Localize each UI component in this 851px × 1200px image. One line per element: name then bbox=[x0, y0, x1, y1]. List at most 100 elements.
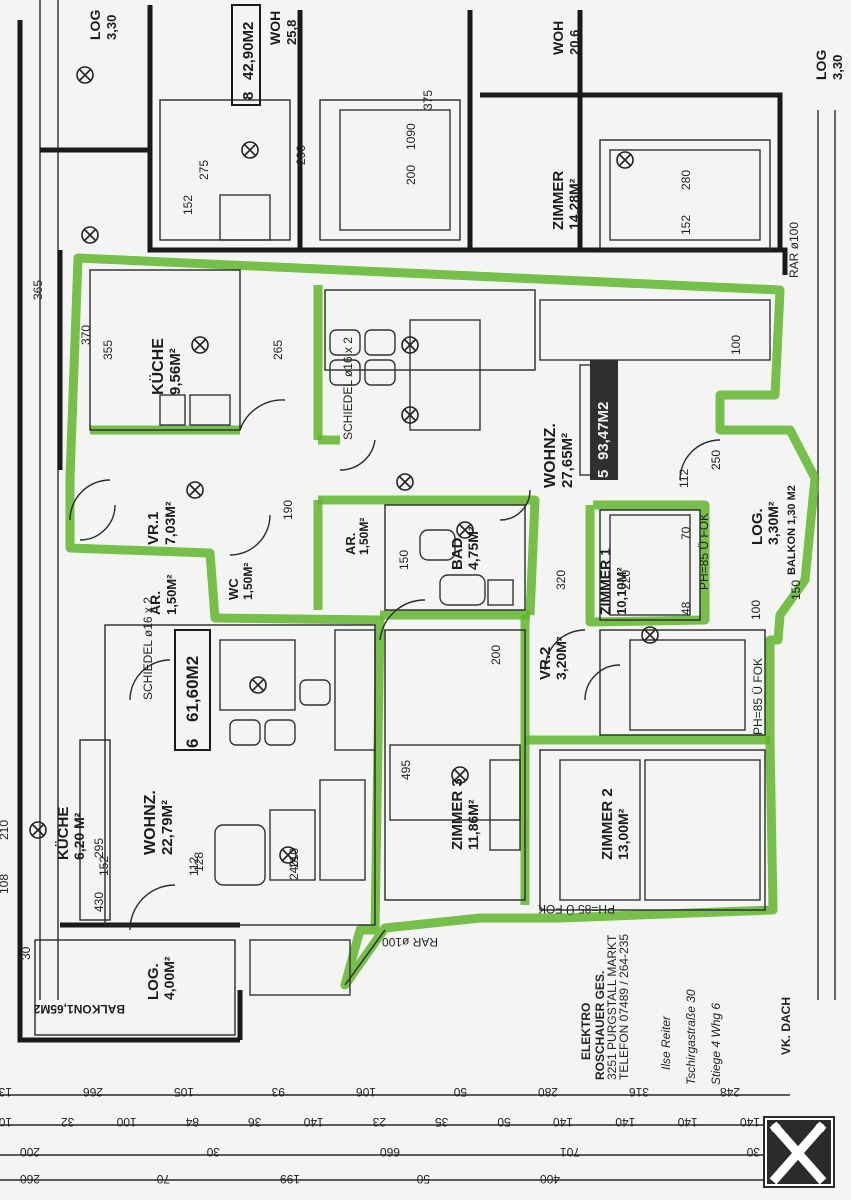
dimension-label-misc: 190 bbox=[281, 500, 295, 520]
apartment-number-bottom: 6 bbox=[183, 739, 202, 748]
dimension-label-misc: 355 bbox=[101, 340, 115, 360]
room-label-wohnz-bottom: WOHNZ. bbox=[142, 790, 159, 855]
apartment-area-8: 42,90M2 bbox=[240, 22, 257, 80]
dimension-label-row2: 50 bbox=[497, 1115, 511, 1129]
dimension-lines bbox=[0, 0, 836, 1181]
dimension-label-left: 152 bbox=[97, 856, 111, 876]
dimension-label-row2: 140 bbox=[615, 1115, 635, 1129]
dimension-label-left: 210 bbox=[0, 820, 11, 840]
dimension-label-misc: 200 bbox=[404, 165, 418, 185]
apartment-number-top: 5 bbox=[595, 470, 612, 478]
dimension-label-row4: 70 bbox=[156, 1172, 170, 1186]
dimension-label-left: 108 bbox=[0, 874, 11, 894]
dimension-label-row4: 199 bbox=[280, 1172, 300, 1186]
dimension-label-row4: 260 bbox=[20, 1172, 40, 1186]
dimension-label-left: 128 bbox=[192, 852, 206, 872]
apartment-area-top: 93,47M2 bbox=[595, 402, 612, 460]
dimension-label-row2: 140 bbox=[303, 1115, 323, 1129]
dimension-label-misc: 365 bbox=[31, 280, 45, 300]
room-area-kueche-top: 9,56M² bbox=[167, 348, 184, 395]
dimension-label-row1: 50 bbox=[453, 1085, 467, 1099]
handwriting-line-1: Ilse Reiter bbox=[659, 1015, 673, 1070]
dimension-label-misc: 1090 bbox=[404, 123, 418, 150]
room-label-log-right: LOG. bbox=[749, 508, 766, 545]
room-area-wohnz-bottom: 22,79M² bbox=[159, 800, 176, 855]
dimension-label-row4: 50 bbox=[416, 1172, 430, 1186]
dimension-label-row1: 316 bbox=[629, 1085, 649, 1099]
dimension-label-misc: 152 bbox=[181, 195, 195, 215]
dimension-label-row2: 35 bbox=[435, 1115, 449, 1129]
dimension-label-row4: 400 bbox=[540, 1172, 560, 1186]
dimension-label-row1: 248 bbox=[720, 1085, 740, 1099]
dimension-label-row2: 140 bbox=[677, 1115, 697, 1129]
room-label-woh-top-left: WOH bbox=[267, 11, 283, 45]
dimension-label-row2: 100 bbox=[116, 1115, 136, 1129]
dimension-label-misc: 150 bbox=[789, 580, 803, 600]
area-box-top-8 bbox=[231, 4, 261, 106]
dimension-label-misc: 112 bbox=[677, 469, 691, 488]
dimension-label-left: 210 bbox=[287, 848, 301, 868]
dimension-label-misc: 48 bbox=[679, 601, 693, 615]
dimension-label-row2: 100 bbox=[0, 1115, 12, 1129]
ph-note-zimmer1b: PH=85 Ü FOK bbox=[751, 658, 765, 735]
dimension-label-left: 430 bbox=[92, 892, 106, 912]
room-area-vr2: 3,20M² bbox=[553, 636, 569, 680]
dimension-label-row3: 30 bbox=[746, 1145, 760, 1159]
room-area-log-top-left: 3,30 bbox=[104, 15, 119, 40]
room-label-log-top-left: LOG bbox=[87, 10, 103, 40]
dimension-label-row3: 701 bbox=[560, 1145, 580, 1159]
ph-note-zimmer2: PH=85 Ü FOK bbox=[538, 902, 615, 916]
room-area-zimmer-top: 14,28M² bbox=[566, 178, 582, 230]
dimension-label-left: 240 bbox=[287, 860, 301, 880]
dimension-label-misc: 290 bbox=[294, 145, 308, 165]
handwriting-line-3: Stiege 4 Whg 6 bbox=[709, 1003, 723, 1085]
dimension-label-left: 295 bbox=[92, 838, 106, 858]
dimension-label-misc: 375 bbox=[421, 90, 435, 110]
room-label-log-top-right: LOG bbox=[813, 50, 829, 80]
dimension-label-misc: 275 bbox=[197, 160, 211, 180]
furniture bbox=[159, 109, 771, 996]
room-label-zimmer1: ZIMMER 1 bbox=[597, 548, 613, 615]
room-labels: KÜCHE 9,56M² WOHNZ. 27,65M² 5 93,47M2 BA… bbox=[33, 4, 845, 1016]
dimension-label-left: 112 bbox=[187, 857, 201, 876]
stamp-line-1: ELEKTRO bbox=[579, 1003, 593, 1060]
handwritten-address: Ilse Reiter Tschirgastraße 30 Stiege 4 W… bbox=[659, 989, 723, 1085]
room-area-log-top-right: 3,30 bbox=[830, 55, 845, 80]
schiedel-note-top: SCHIEDEL ø16 x 2 bbox=[341, 337, 355, 440]
dimension-label-row2: 32 bbox=[61, 1115, 75, 1129]
lamp-symbols bbox=[29, 66, 659, 864]
dimension-labels: 1342661059310650280316248100321008436140… bbox=[0, 90, 803, 1186]
plan-annotations: SCHIEDEL ø16 x 2 SCHIEDEL ø16 x 2 VK. DA… bbox=[141, 222, 801, 1055]
ph-note-zimmer1: PH=85 Ü FOK bbox=[697, 513, 711, 590]
dimension-label-row3: 30 bbox=[206, 1145, 220, 1159]
dimension-label-misc: 280 bbox=[679, 170, 693, 190]
dimension-label-misc: 200 bbox=[489, 645, 503, 665]
room-label-wc: WC bbox=[226, 578, 241, 600]
dimension-label-misc: 495 bbox=[399, 760, 413, 780]
dimension-label-row3: 660 bbox=[380, 1145, 400, 1159]
rar-note-right: RAR ø100 bbox=[787, 222, 801, 278]
room-area-zimmer3: 11,86M² bbox=[465, 799, 481, 850]
raiffeisen-gable-logo-icon bbox=[763, 1116, 835, 1188]
room-label-zimmer3: ZIMMER 3 bbox=[449, 778, 466, 850]
dimension-label-row1: 134 bbox=[0, 1085, 12, 1099]
room-area-log-right: 3,30M² bbox=[765, 501, 781, 545]
handwriting-line-2: Tschirgastraße 30 bbox=[684, 989, 698, 1085]
electrician-stamp: ELEKTRO ROSCHAUER GES. 3251 PURGSTALL MA… bbox=[579, 934, 631, 1080]
dimension-label-row2: 140 bbox=[553, 1115, 573, 1129]
dimension-label-misc: 265 bbox=[271, 340, 285, 360]
dimension-label-row1: 266 bbox=[83, 1085, 103, 1099]
room-label-zimmer2: ZIMMER 2 bbox=[599, 788, 616, 860]
dimension-label-row2: 23 bbox=[372, 1115, 386, 1129]
dimension-label-misc: 100 bbox=[729, 335, 743, 355]
room-label-wohnz-top: WOHNZ. bbox=[542, 423, 559, 488]
dach-note: VK. DACH bbox=[779, 997, 793, 1055]
dimension-label-misc: 250 bbox=[709, 450, 723, 470]
dimension-label-row1: 280 bbox=[538, 1085, 558, 1099]
dimension-label-row2: 84 bbox=[185, 1115, 199, 1129]
dimension-label-misc: 152 bbox=[679, 215, 693, 235]
room-label-zimmer-top: ZIMMER bbox=[550, 171, 567, 230]
room-label-ar-small: AR. bbox=[343, 533, 358, 555]
walls bbox=[17, 5, 788, 1043]
